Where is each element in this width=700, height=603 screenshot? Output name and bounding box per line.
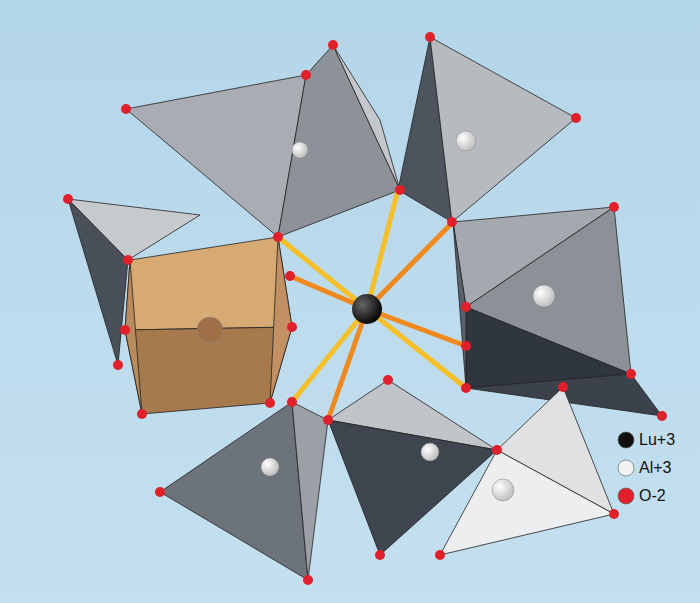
- legend-entry: Lu+3: [639, 432, 675, 448]
- legend-swatch: [618, 460, 634, 476]
- o-ions: [63, 32, 667, 585]
- al-ions: [197, 131, 555, 501]
- legend-label: Lu+3: [639, 432, 675, 448]
- legend-entry: Al+3: [639, 460, 671, 476]
- legend-swatch: [618, 432, 634, 448]
- legend-label: Al+3: [639, 460, 671, 476]
- legend-swatches: [618, 432, 634, 504]
- lu-ion: [352, 294, 382, 324]
- lu-o-bonds: [278, 190, 466, 420]
- legend-label: O-2: [639, 488, 666, 504]
- legend-entry: O-2: [639, 488, 666, 504]
- polyhedra: [68, 37, 662, 580]
- legend-swatch: [618, 488, 634, 504]
